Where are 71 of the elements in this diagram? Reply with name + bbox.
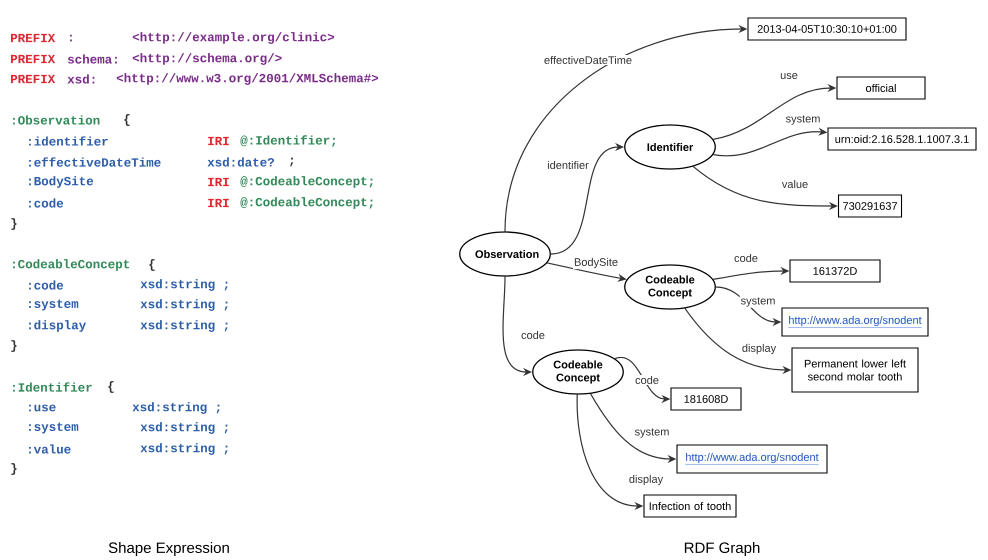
- code-text: xsd:string ;: [140, 422, 228, 434]
- code-text: :display: [29, 320, 86, 332]
- code-text: IRI: [208, 198, 229, 208]
- code-text: PREFIX: [11, 74, 56, 84]
- value-box: official: [836, 76, 926, 100]
- code-text: <http://schema.org/>: [132, 53, 282, 65]
- value-box: 181608D: [670, 387, 742, 411]
- code-text: xsd:date?: [208, 157, 274, 167]
- edge-label: effectiveDateTime: [543, 54, 634, 66]
- value-box: Permanent lower left second molar tooth: [791, 347, 919, 393]
- code-text: :system: [29, 300, 78, 310]
- code-text: @:CodeableConcept;: [240, 197, 373, 209]
- value-box: urn:oid:2.16.528.1.1007.3.1: [827, 127, 977, 151]
- code-text: <http://www.w3.org/2001/XMLSchema#>: [116, 73, 378, 85]
- code-text: :identifier: [29, 136, 108, 146]
- edge-label: code: [634, 374, 660, 386]
- code-text: IRI: [208, 178, 229, 186]
- edge-label: use: [779, 72, 799, 80]
- value-box: 730291637: [838, 194, 902, 218]
- edge-label: system: [634, 427, 670, 439]
- code-text: xsd:string ;: [140, 320, 228, 332]
- code-text: @:Identifier;: [240, 135, 336, 147]
- code-text: xsd:string ;: [140, 299, 228, 311]
- link-box: http://www.ada.org/snodent: [676, 444, 828, 474]
- edge-label: display: [628, 474, 664, 486]
- code-text: :use: [29, 404, 56, 412]
- edge-label: display: [740, 342, 778, 356]
- edge-label: code: [733, 252, 759, 264]
- code-text: }: [11, 218, 17, 230]
- code-text: schema:: [68, 54, 117, 64]
- code-text: :code: [29, 280, 64, 290]
- code-text: :BodySite: [29, 176, 94, 188]
- code-text: }: [11, 340, 17, 352]
- code-text: :Observation: [13, 115, 100, 125]
- code-text: :system: [29, 422, 78, 434]
- code-text: }: [11, 463, 17, 475]
- ellipse-node: Codeable Concept: [624, 264, 716, 310]
- edge-label: system: [784, 114, 822, 126]
- code-text: PREFIX: [11, 54, 56, 64]
- value-box: 161372D: [789, 259, 881, 283]
- code-text: :code: [29, 198, 64, 208]
- code-text: xsd:string ;: [132, 402, 220, 414]
- edge-label: code: [520, 330, 546, 340]
- code-text: :CodeableConcept: [13, 259, 130, 271]
- edge-label: system: [740, 296, 776, 308]
- panel-caption: Shape Expression: [108, 542, 229, 556]
- panel-caption: RDF Graph: [684, 542, 760, 556]
- ellipse-node: Identifier: [624, 124, 716, 170]
- value-box: 2013-04-05T10:30:10+01:00: [747, 17, 907, 41]
- code-text: @:CodeableConcept;: [240, 176, 373, 188]
- edge-label: BodySite: [573, 256, 620, 270]
- code-text: xsd:string ;: [140, 443, 228, 455]
- edge-label: identifier: [546, 160, 590, 170]
- ellipse-node: Codeable Concept: [532, 349, 624, 395]
- ellipse-node: Observation: [459, 231, 551, 277]
- code-text: :effectiveDateTime: [29, 157, 161, 167]
- code-text: xsd:: [68, 74, 94, 84]
- code-text: xsd:string ;: [140, 279, 228, 291]
- code-text: :value: [29, 444, 71, 454]
- code-text: {: [149, 259, 155, 271]
- code-text: PREFIX: [11, 34, 56, 42]
- edge-label: value: [780, 178, 810, 190]
- link-box: http://www.ada.org/snodent: [781, 307, 929, 337]
- code-text: :: [70, 34, 72, 42]
- code-text: <http://example.org/clinic>: [132, 32, 334, 44]
- value-box: Infection of tooth: [643, 494, 737, 518]
- code-text: :Identifier: [13, 382, 92, 392]
- code-text: ;: [290, 158, 294, 166]
- code-text: {: [108, 381, 114, 393]
- code-text: IRI: [208, 136, 229, 146]
- code-text: {: [124, 114, 130, 126]
